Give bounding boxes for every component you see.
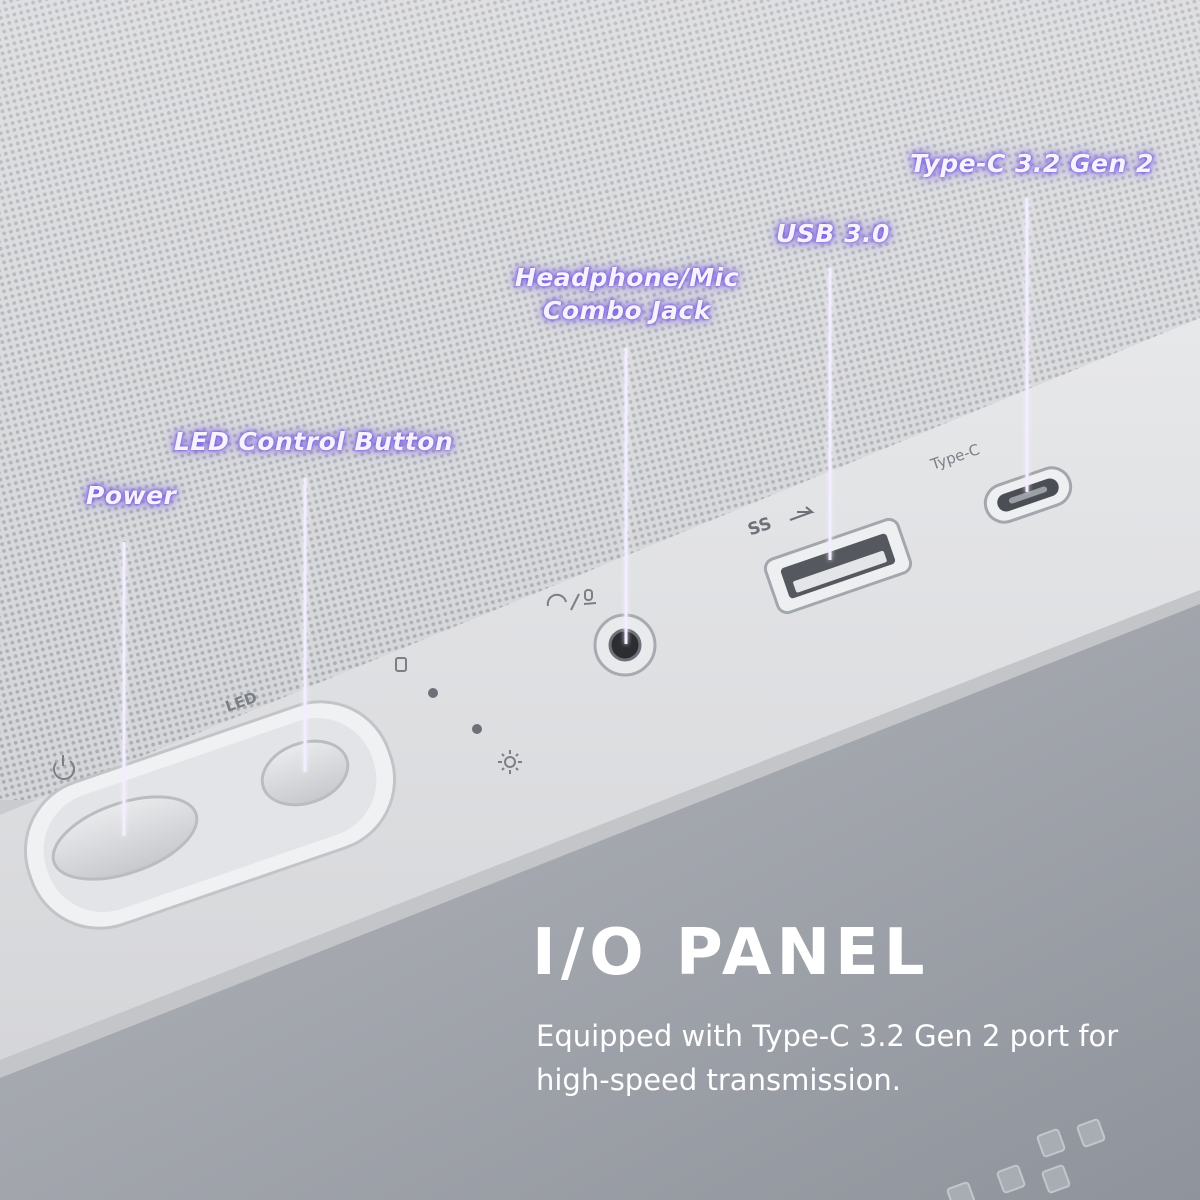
- power-icon: [53, 755, 75, 780]
- rgb-led-dot: [472, 724, 482, 734]
- light-icon: [498, 750, 522, 774]
- callout-headphone-line2: Combo Jack: [543, 295, 711, 325]
- usb-ss-icon: [789, 506, 815, 521]
- callout-power: Power: [86, 481, 177, 510]
- callout-headphone-line1: Headphone/Mic: [514, 263, 740, 292]
- callout-headphone: Headphone/Mic Combo Jack: [512, 262, 742, 327]
- headphone-mic-icon: [546, 589, 597, 611]
- led-control-button[interactable]: [254, 730, 357, 815]
- vent-holes: [946, 1118, 1106, 1200]
- hdd-led-dot: [428, 688, 438, 698]
- front-face: [0, 604, 1200, 1200]
- description-line-2: high-speed transmission.: [536, 1063, 901, 1097]
- description-line-1: Equipped with Type-C 3.2 Gen 2 port for: [536, 1019, 1119, 1053]
- hdd-icon: [395, 657, 407, 672]
- io-strip: [0, 318, 1200, 1060]
- power-button[interactable]: [43, 780, 208, 895]
- callout-usb: USB 3.0: [776, 219, 890, 248]
- callout-typec: Type-C 3.2 Gen 2: [910, 149, 1154, 178]
- page-title: I/O PANEL: [532, 916, 930, 990]
- callout-led-control: LED Control Button: [174, 427, 454, 456]
- description: Equipped with Type-C 3.2 Gen 2 port for …: [536, 1014, 1176, 1102]
- typec-port[interactable]: [980, 463, 1076, 528]
